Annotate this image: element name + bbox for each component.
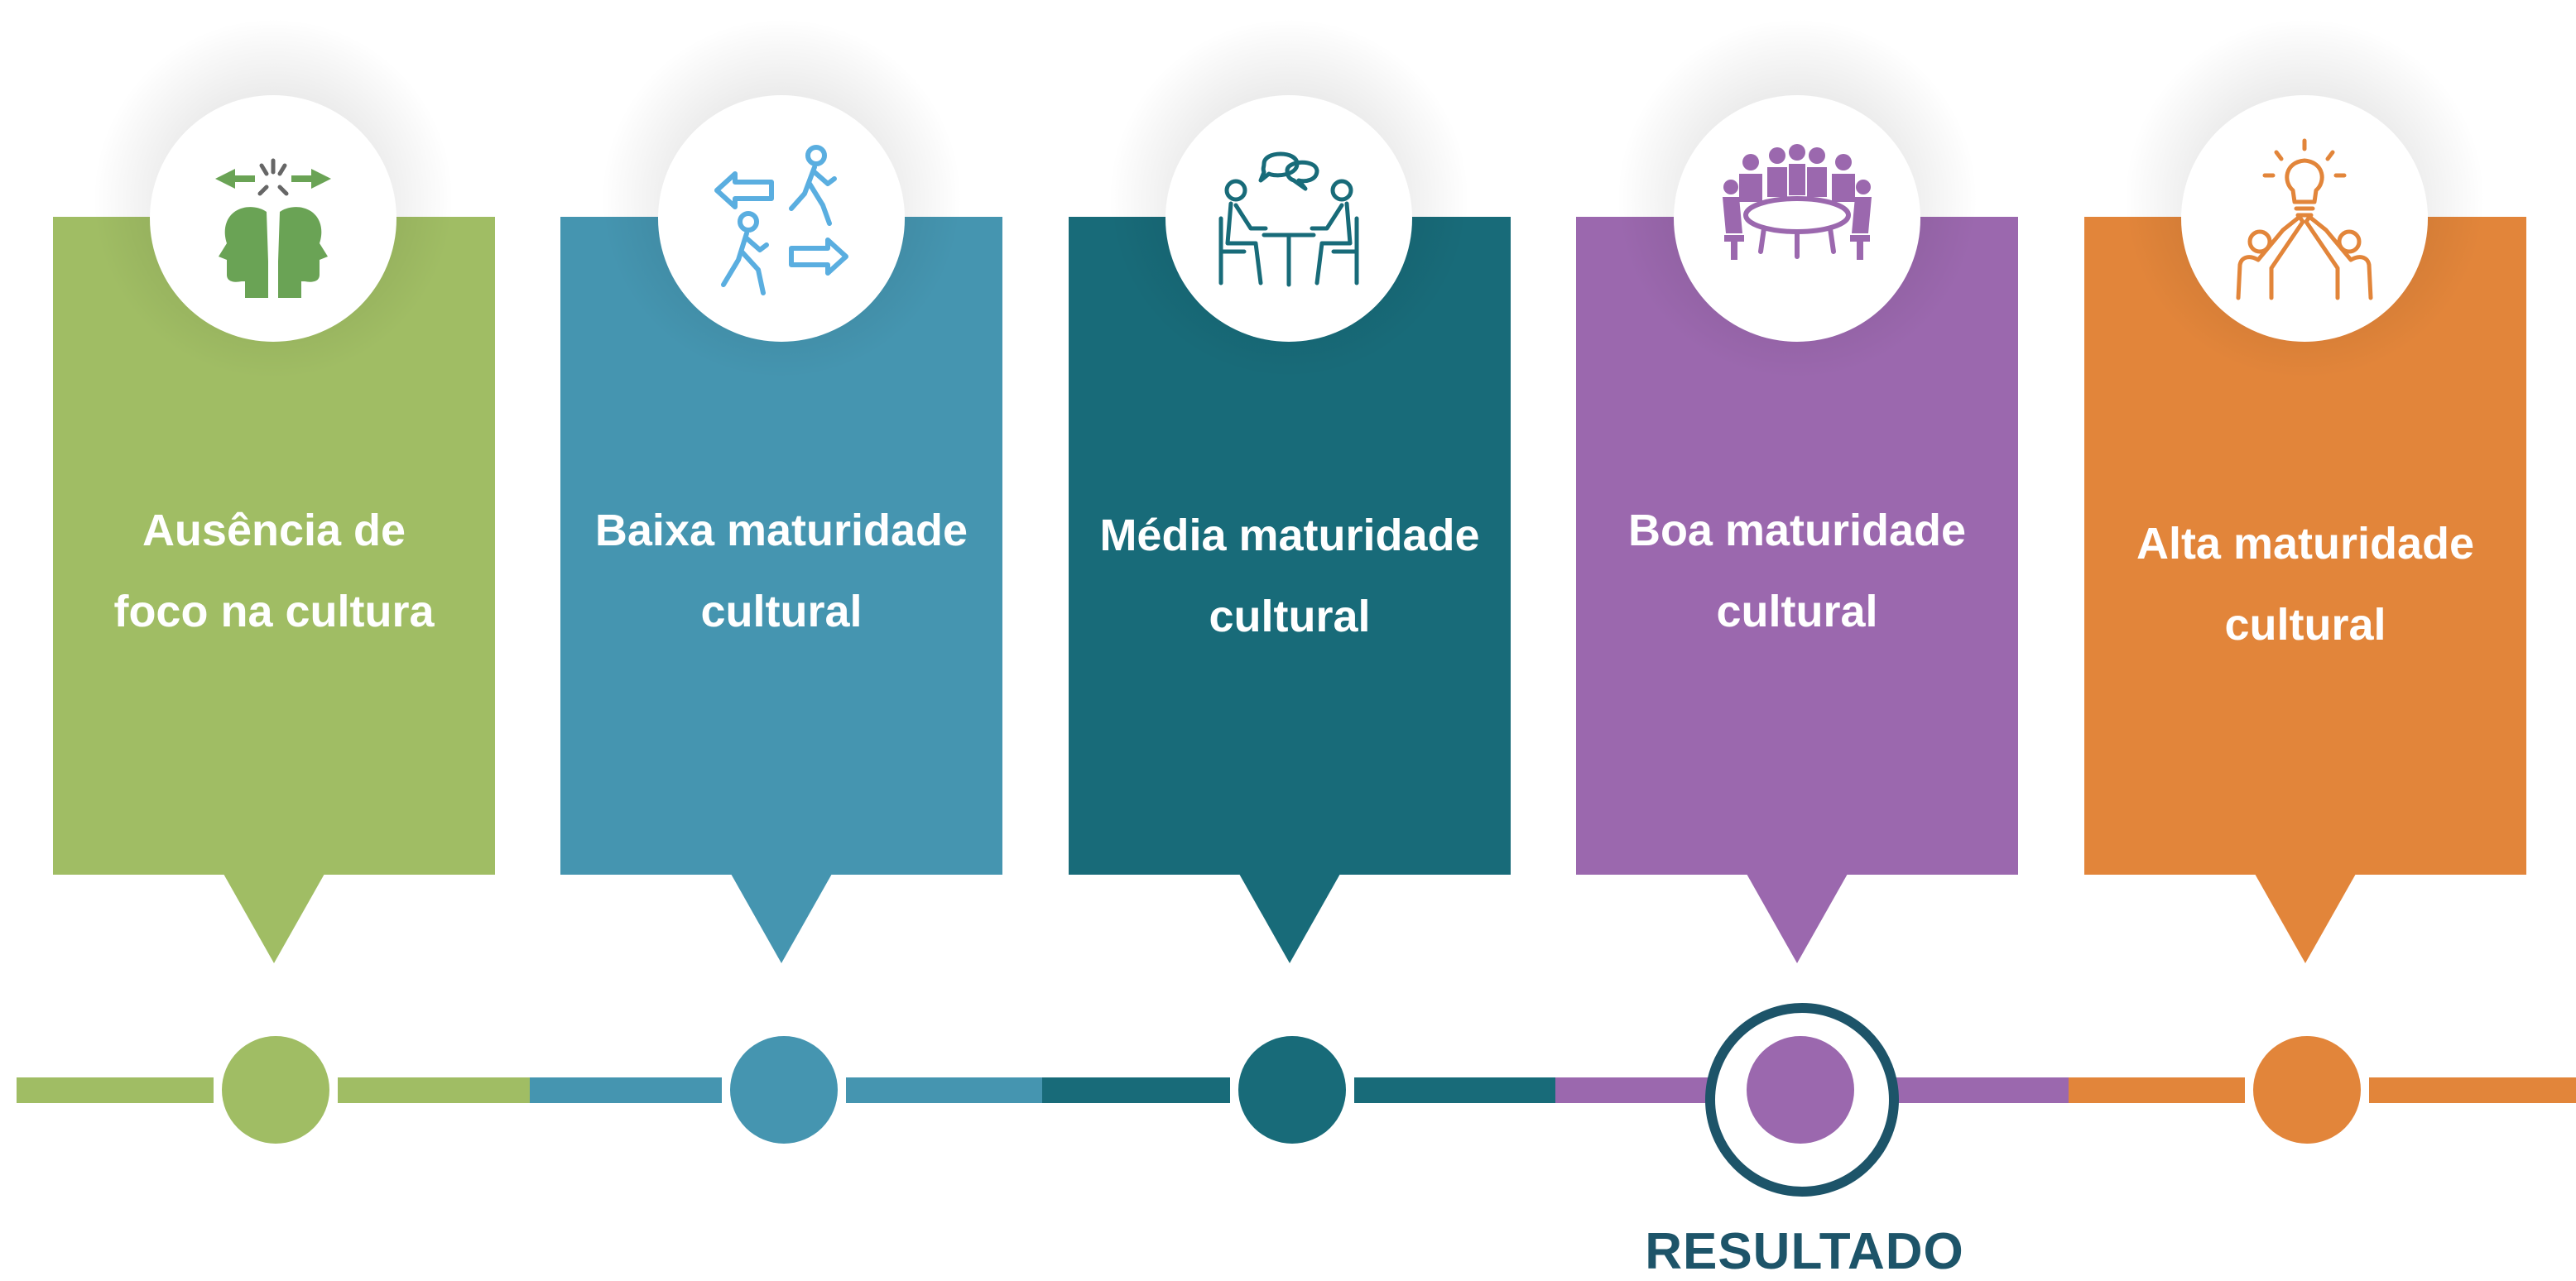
stage-label-media-line1: Média maturidade xyxy=(1099,511,1480,560)
stage-label-alta-line1: Alta maturidade xyxy=(2136,519,2475,569)
lightbulb-high-five-icon xyxy=(2236,138,2373,300)
stage-card-baixa-pointer xyxy=(731,874,832,963)
icon-disc-baixa xyxy=(658,95,905,342)
stage-card-alta-pointer xyxy=(2255,874,2356,963)
stage-label-baixa-line1: Baixa maturidade xyxy=(594,506,968,555)
two-heads-conflict-icon xyxy=(215,158,331,298)
timeline-node-baixa xyxy=(730,1036,838,1144)
icon-disc-boa xyxy=(1674,95,1920,342)
timeline-node-boa xyxy=(1747,1036,1854,1144)
result-label: RESULTADO xyxy=(1645,1223,1964,1280)
timeline-node-alta xyxy=(2253,1036,2361,1144)
stage-label-boa: Boa maturidade cultural xyxy=(1596,490,1998,652)
timeline-node-media xyxy=(1238,1036,1346,1144)
stage-label-ausencia: Ausência de foco na cultura xyxy=(73,490,475,652)
stage-label-baixa: Baixa maturidade cultural xyxy=(580,490,983,652)
stage-label-boa-line1: Boa maturidade xyxy=(1627,506,1967,555)
timeline-node-ausencia xyxy=(222,1036,329,1144)
stage-label-ausencia-line2: foco na cultura xyxy=(113,587,435,636)
stage-card-boa-pointer xyxy=(1747,874,1848,963)
stage-label-media-line2: cultural xyxy=(1209,592,1371,641)
stage-label-alta: Alta maturidade cultural xyxy=(2104,503,2506,665)
walking-people-arrows-icon xyxy=(714,145,848,295)
icon-disc-alta xyxy=(2181,95,2428,342)
conversation-at-table-icon xyxy=(1218,151,1359,287)
stage-label-ausencia-line1: Ausência de xyxy=(142,506,406,555)
stage-label-boa-line2: cultural xyxy=(1716,587,1878,636)
stage-card-media-pointer xyxy=(1239,874,1340,963)
stage-label-media: Média maturidade cultural xyxy=(1089,495,1491,657)
stage-label-baixa-line2: cultural xyxy=(700,587,863,636)
meeting-table-icon xyxy=(1723,144,1872,260)
icon-disc-ausencia xyxy=(150,95,396,342)
stage-label-alta-line2: cultural xyxy=(2224,600,2386,650)
stage-card-ausencia-pointer xyxy=(223,874,324,963)
icon-disc-media xyxy=(1165,95,1412,342)
